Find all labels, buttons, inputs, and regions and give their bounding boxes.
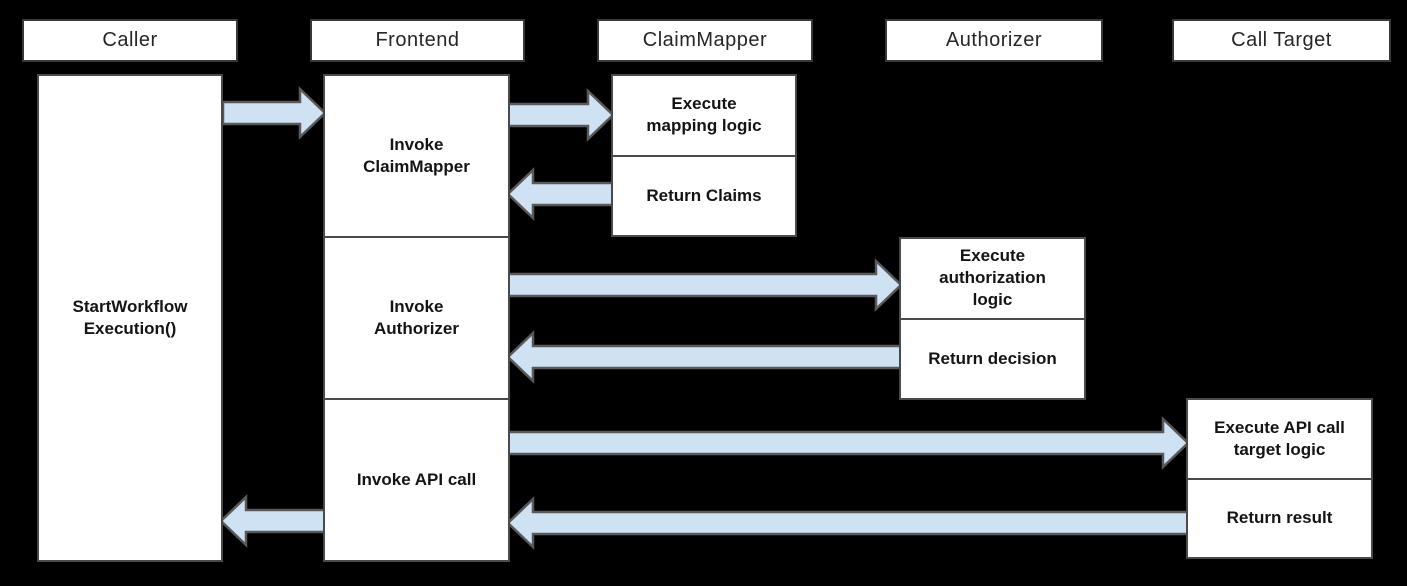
caller-activity-panel: StartWorkflow Execution(): [37, 74, 223, 562]
invoke-authorizer-label: Invoke Authorizer: [374, 296, 459, 338]
arrow-frontend-to-authorizer: [506, 258, 903, 312]
return-result-box: Return result: [1188, 477, 1371, 558]
execute-api-call-target-logic-label: Execute API call target logic: [1214, 417, 1345, 459]
arrow-caller-to-frontend: [221, 86, 327, 140]
invoke-claimmapper-label: Invoke ClaimMapper: [363, 134, 470, 176]
invoke-api-call-box: Invoke API call: [325, 398, 508, 560]
frontend-activity-panel: Invoke ClaimMapper Invoke Authorizer Inv…: [323, 74, 510, 562]
return-decision-label: Return decision: [928, 348, 1057, 368]
arrow-frontend-return-to-caller: [219, 494, 327, 548]
claimmapper-activity-panel: Execute mapping logic Return Claims: [611, 74, 797, 237]
execute-mapping-logic-box: Execute mapping logic: [613, 76, 795, 155]
invoke-authorizer-box: Invoke Authorizer: [325, 236, 508, 398]
column-header-calltarget: Call Target: [1172, 19, 1391, 62]
column-header-caller: Caller: [22, 19, 238, 62]
execute-authorization-logic-box: Execute authorization logic: [901, 239, 1084, 318]
column-header-frontend: Frontend: [310, 19, 525, 62]
column-header-authorizer: Authorizer: [885, 19, 1103, 62]
execute-api-call-target-logic-box: Execute API call target logic: [1188, 400, 1371, 478]
return-decision-box: Return decision: [901, 317, 1084, 399]
invoke-api-call-label: Invoke API call: [356, 469, 477, 489]
authorizer-activity-panel: Execute authorization logic Return decis…: [899, 237, 1086, 400]
invoke-claimmapper-box: Invoke ClaimMapper: [325, 76, 508, 236]
caller-activity-box: StartWorkflow Execution(): [39, 76, 221, 560]
column-header-claimmapper: ClaimMapper: [597, 19, 813, 62]
arrow-authorizer-return-decision: [506, 330, 903, 384]
arrow-calltarget-return-result: [506, 496, 1190, 550]
execute-authorization-logic-label: Execute authorization logic: [939, 246, 1046, 310]
arrow-claimmapper-return-claims: [506, 167, 615, 221]
execute-mapping-logic-label: Execute mapping logic: [646, 94, 762, 136]
caller-activity-label: StartWorkflow Execution(): [72, 296, 188, 338]
arrow-frontend-to-calltarget: [506, 416, 1190, 470]
return-result-label: Return result: [1226, 508, 1333, 528]
calltarget-activity-panel: Execute API call target logic Return res…: [1186, 398, 1373, 559]
return-claims-box: Return Claims: [613, 154, 795, 236]
return-claims-label: Return Claims: [646, 185, 762, 205]
arrow-frontend-to-claimmapper: [506, 88, 615, 142]
